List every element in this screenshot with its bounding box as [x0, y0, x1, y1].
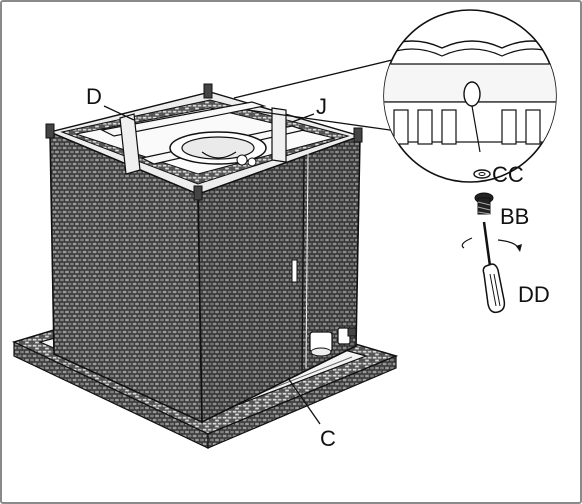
zoom-detail	[383, 9, 557, 183]
label-cc: CC	[492, 162, 524, 187]
label-dd: DD	[518, 282, 550, 307]
gas-knob	[309, 327, 357, 357]
cabinet-body	[45, 83, 363, 424]
screwdriver-dd	[461, 221, 522, 314]
washer-cc	[473, 169, 491, 179]
label-d: D	[86, 84, 102, 109]
label-bb: BB	[500, 204, 529, 229]
label-j: J	[316, 94, 327, 119]
screw-bb	[474, 192, 494, 215]
callout-lines	[103, 59, 405, 425]
label-c: C	[320, 426, 336, 451]
